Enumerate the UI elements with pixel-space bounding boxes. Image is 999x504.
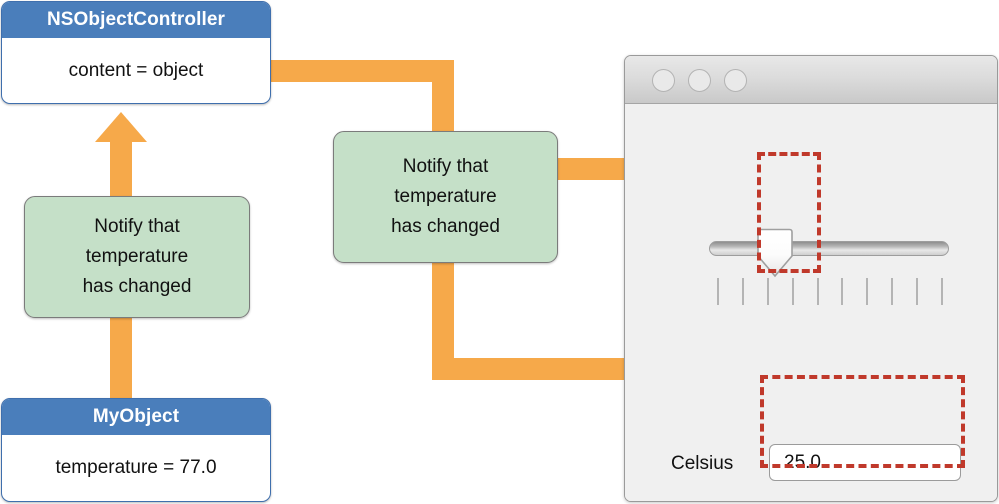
arrowhead-up-icon: [95, 112, 147, 142]
slider-tick: [866, 278, 869, 305]
window-content: Celsius 25.0: [625, 104, 997, 501]
app-window: Celsius 25.0: [624, 55, 998, 502]
field-highlight-box: [760, 375, 965, 468]
slider-tick: [741, 278, 744, 305]
class-box-myobject[interactable]: MyObject temperature = 77.0: [1, 398, 271, 502]
slider-highlight-box: [757, 152, 821, 273]
note-box-left: Notify that temperature has changed: [24, 196, 250, 318]
slider-tick: [941, 278, 943, 305]
note-left-line-1: Notify that: [94, 216, 180, 237]
connector-note-left-up: [110, 140, 132, 198]
minimize-button[interactable]: [688, 69, 711, 92]
note-middle-line-2: temperature: [394, 186, 497, 207]
note-left-line-3: has changed: [82, 276, 192, 297]
slider-tick: [816, 278, 819, 305]
window-titlebar[interactable]: [625, 56, 997, 104]
slider-track[interactable]: [709, 241, 949, 256]
connector-controller-right: [268, 60, 454, 82]
note-box-middle: Notify that temperature has changed: [333, 131, 558, 263]
class-body-myobject: temperature = 77.0: [55, 457, 217, 478]
celsius-text-field[interactable]: 25.0: [769, 444, 961, 481]
slider-tick: [841, 278, 844, 305]
slider-tick: [717, 278, 719, 305]
zoom-button[interactable]: [724, 69, 747, 92]
temperature-slider[interactable]: [709, 228, 949, 278]
connector-note-down: [432, 258, 454, 368]
slider-tick: [891, 278, 894, 305]
celsius-label: Celsius: [671, 453, 734, 474]
note-left-line-2: temperature: [85, 246, 189, 267]
note-middle-text: Notify that temperature has changed: [391, 152, 500, 242]
class-header-nsobjectcontroller: NSObjectController: [2, 2, 270, 38]
class-body-nsobjectcontroller: content = object: [68, 59, 204, 81]
close-button[interactable]: [652, 69, 675, 92]
slider-tick-marks: [709, 278, 949, 306]
note-middle-line-3: has changed: [391, 216, 500, 237]
note-left-text: Notify that temperature has changed: [83, 212, 192, 302]
slider-tick: [766, 278, 769, 305]
slider-tick: [916, 278, 919, 305]
slider-tick: [791, 278, 794, 305]
note-middle-line-1: Notify that: [402, 156, 489, 177]
connector-controller-down: [432, 60, 454, 135]
class-header-myobject: MyObject: [2, 399, 270, 435]
class-box-nsobjectcontroller[interactable]: NSObjectController content = object: [1, 1, 271, 104]
connector-myobject-up: [110, 316, 132, 400]
